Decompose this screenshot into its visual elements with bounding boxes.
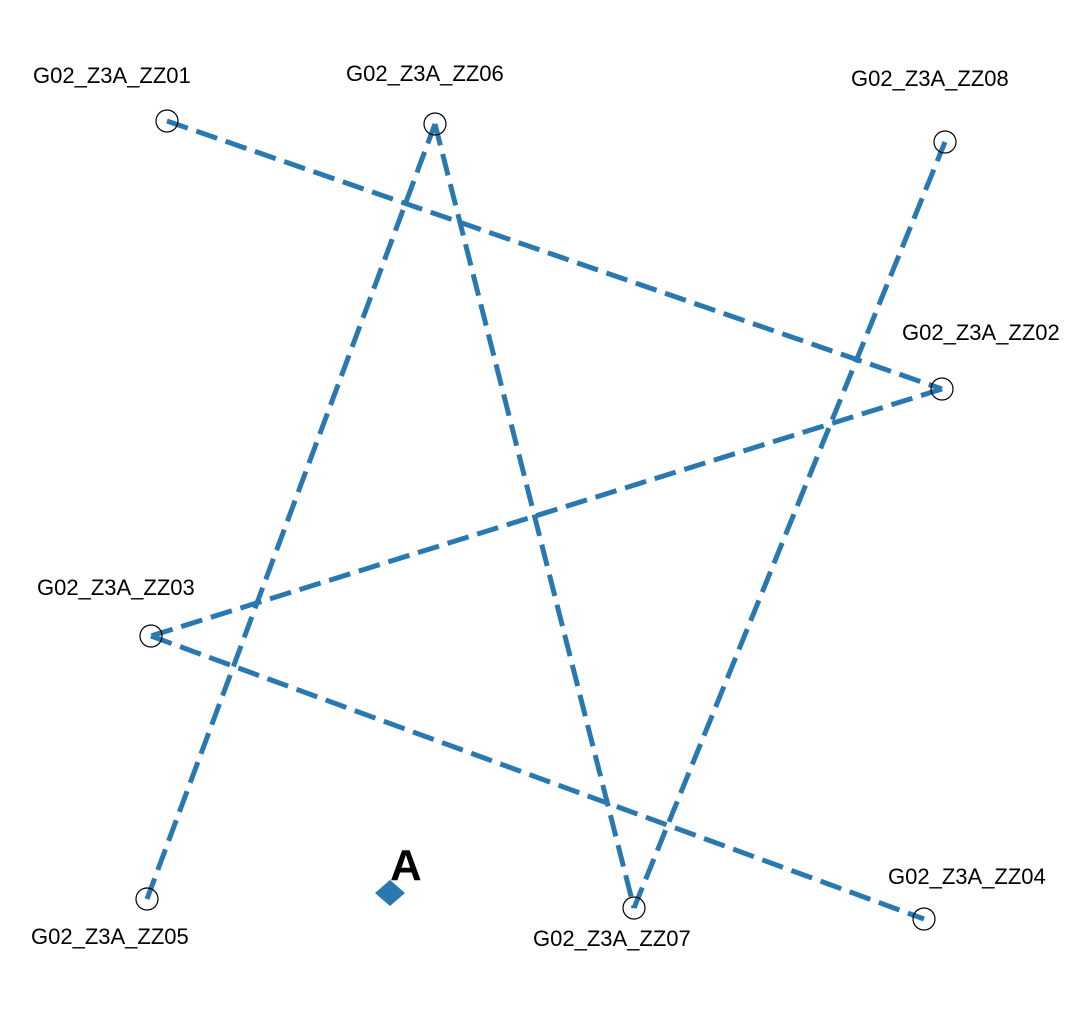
point-zz04: G02_Z3A_ZZ04: [888, 864, 1046, 931]
point-zz02: G02_Z3A_ZZ02: [902, 320, 1060, 401]
point-zz05-label: G02_Z3A_ZZ05: [31, 924, 189, 949]
point-zz01-circle: [155, 109, 179, 133]
point-zz07-label: G02_Z3A_ZZ07: [533, 926, 691, 951]
point-zz04-circle: [912, 907, 936, 931]
line-zz01-zz02: [166, 118, 943, 392]
point-zz01: G02_Z3A_ZZ01: [33, 63, 191, 133]
line-zz03-zz04: [150, 633, 925, 922]
point-zz07: G02_Z3A_ZZ07: [533, 896, 691, 951]
point-zz05: G02_Z3A_ZZ05: [31, 887, 189, 949]
point-zz03: G02_Z3A_ZZ03: [37, 575, 195, 648]
point-zz07-circle: [622, 896, 646, 920]
point-zz02-circle: [930, 377, 954, 401]
point-zz03-circle: [139, 624, 163, 648]
connection-lines: [144, 118, 948, 922]
point-zz05-circle: [135, 887, 159, 911]
line-zz06-zz07: [432, 123, 637, 909]
marker-a: A: [375, 841, 422, 906]
point-zz06: G02_Z3A_ZZ06: [346, 61, 504, 136]
line-zz07-zz08: [631, 141, 948, 909]
marker-a-label: A: [390, 841, 422, 890]
point-zz01-label: G02_Z3A_ZZ01: [33, 63, 191, 88]
point-zz02-label: G02_Z3A_ZZ02: [902, 320, 1060, 345]
point-zz08-label: G02_Z3A_ZZ08: [851, 66, 1009, 91]
point-zz03-label: G02_Z3A_ZZ03: [37, 575, 195, 600]
line-zz02-zz03: [150, 386, 943, 639]
point-zz06-label: G02_Z3A_ZZ06: [346, 61, 504, 86]
diamond-marker-icon: [375, 880, 405, 906]
line-zz05-zz06: [144, 123, 438, 900]
point-zz08-circle: [933, 130, 957, 154]
point-zz04-label: G02_Z3A_ZZ04: [888, 864, 1046, 889]
point-zz08: G02_Z3A_ZZ08: [851, 66, 1009, 154]
point-zz06-circle: [423, 112, 447, 136]
